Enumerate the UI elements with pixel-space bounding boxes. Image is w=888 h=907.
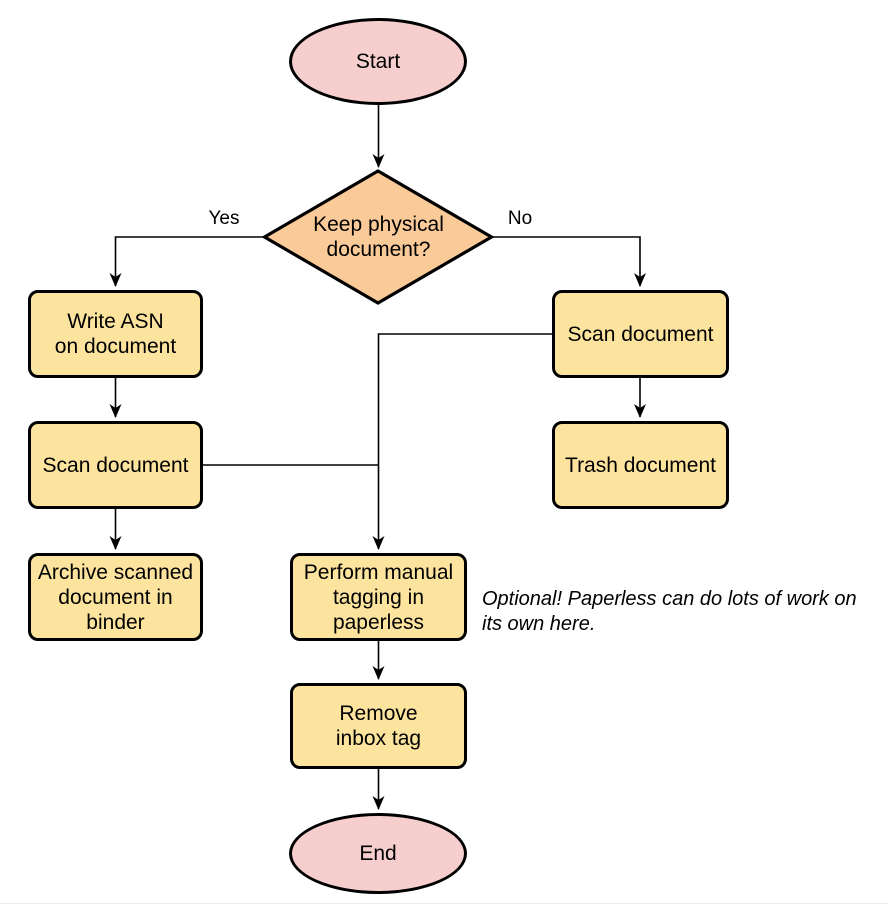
node-scan-right: Scan document (552, 290, 729, 378)
bottom-window-edge (0, 903, 888, 904)
node-remove-inbox: Remove inbox tag (290, 683, 467, 769)
node-start-label: Start (355, 50, 401, 73)
edge-scan-right-tagging (372, 333, 552, 550)
node-scan-left-label: Scan document (42, 453, 189, 477)
node-decision: Keep physical document? (268, 171, 489, 303)
edge-decision-write-asn (109, 236, 265, 287)
node-trash: Trash document (552, 421, 729, 509)
edge-decision-scan-right (491, 236, 646, 287)
node-write-asn: Write ASN on document (28, 290, 203, 378)
node-scan-right-label: Scan document (567, 322, 714, 346)
node-scan-left: Scan document (28, 421, 203, 509)
node-archive-label: Archive scanned document in binder (37, 560, 194, 634)
node-end-label: End (359, 842, 397, 865)
node-archive: Archive scanned document in binder (28, 553, 203, 641)
decision-diamond-shape (261, 169, 495, 305)
node-start: Start (289, 18, 467, 105)
edge-label-yes: Yes (208, 208, 240, 229)
node-write-asn-label: Write ASN on document (54, 310, 177, 358)
node-tagging: Perform manual tagging in paperless (290, 553, 467, 641)
node-decision-label: Keep physical document? (313, 213, 444, 261)
node-trash-label: Trash document (565, 453, 716, 477)
edge-label-no: No (507, 208, 533, 229)
node-remove-inbox-label: Remove inbox tag (335, 702, 422, 750)
node-end: End (289, 813, 467, 894)
annotation-note: Optional! Paperless can do lots of work … (482, 588, 857, 635)
node-tagging-label: Perform manual tagging in paperless (303, 560, 454, 634)
